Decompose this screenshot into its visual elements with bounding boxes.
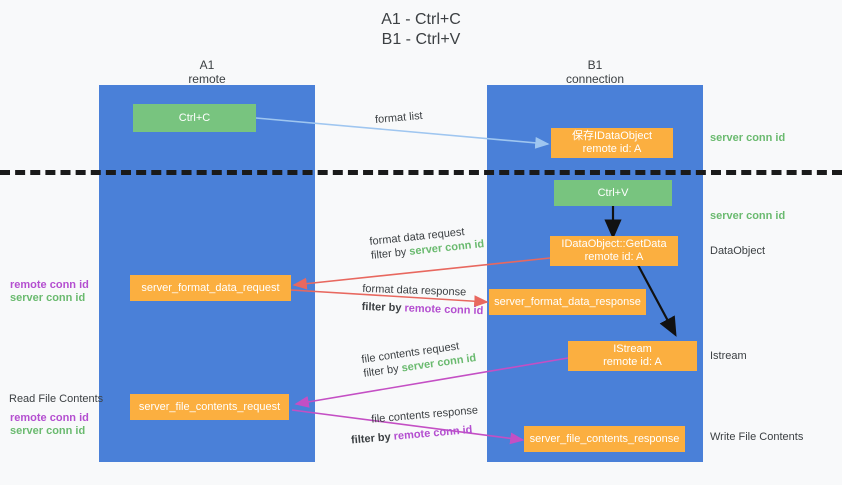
node-server-format-data-request[interactable]: server_format_data_request: [130, 275, 291, 301]
node-ctrl-c[interactable]: Ctrl+C: [133, 104, 256, 132]
diagram-title: A1 - Ctrl+C B1 - Ctrl+V: [0, 10, 842, 50]
filter-prefix: filter by: [370, 245, 410, 262]
annotation-left-server-conn-id-1: server conn id: [10, 292, 86, 304]
edge-label-file-contents-request: file contents request filter by server c…: [361, 337, 478, 381]
column-a1-name: A1: [199, 58, 215, 72]
annotation-right-istream: Istream: [710, 350, 747, 362]
edge-label-format-list-text: format list: [374, 109, 424, 127]
node-server-file-contents-response-label: server_file_contents_response: [529, 432, 680, 445]
edge-label-format-data-response: format data response filter by remote co…: [361, 282, 484, 318]
filter-prefix: filter by: [362, 362, 403, 380]
column-a1-sub: remote: [188, 72, 226, 86]
edge-label-format-data-request: format data request filter by server con…: [369, 223, 485, 263]
annotation-right-server-conn-id-2: server conn id: [710, 210, 786, 222]
filter-value-remote-conn-id: remote conn id: [404, 302, 484, 318]
column-header-a1: A1 remote: [99, 58, 315, 86]
edge-label-file-contents-response-filter: filter by remote conn id: [351, 422, 481, 447]
edge-label-format-data-response-line1: format data response: [362, 282, 467, 299]
column-b1-sub: connection: [565, 72, 625, 86]
annotation-right-server-conn-id-1: server conn id: [710, 132, 786, 144]
filter-prefix: filter by: [350, 430, 395, 447]
column-header-b1: B1 connection: [487, 58, 703, 86]
filter-prefix: filter by: [361, 300, 405, 315]
node-server-format-data-response-label: server_format_data_response: [494, 295, 641, 308]
title-line-2: B1 - Ctrl+V: [381, 31, 461, 48]
node-save-idataobject-line1: 保存IDataObject: [571, 130, 653, 142]
node-save-idataobject-line2: remote id: A: [582, 143, 642, 155]
node-server-format-data-response[interactable]: server_format_data_response: [489, 289, 646, 315]
node-idataobject-getdata-line2: remote id: A: [584, 251, 644, 263]
annotation-left-read-file-contents: Read File Contents: [9, 393, 104, 405]
edge-label-file-contents-response: file contents response filter by remote …: [351, 403, 480, 446]
node-save-idataobject[interactable]: 保存IDataObject remote id: A: [551, 128, 673, 158]
edge-label-format-data-response-filter: filter by remote conn id: [361, 300, 484, 318]
node-istream-line2: remote id: A: [603, 356, 662, 368]
node-idataobject-getdata-line1: IDataObject::GetData: [561, 238, 667, 250]
annotation-left-server-conn-id-2: server conn id: [10, 425, 86, 437]
column-b1-name: B1: [587, 58, 603, 72]
annotation-right-write-file-contents: Write File Contents: [710, 431, 804, 443]
annotation-left-remote-conn-id-1: remote conn id: [10, 279, 89, 291]
node-server-file-contents-request[interactable]: server_file_contents_request: [130, 394, 289, 420]
node-ctrl-v[interactable]: Ctrl+V: [554, 180, 672, 206]
divider-line: [0, 170, 842, 175]
node-istream[interactable]: IStream remote id: A: [568, 341, 697, 371]
title-line-1: A1 - Ctrl+C: [381, 11, 461, 28]
node-server-file-contents-response[interactable]: server_file_contents_response: [524, 426, 685, 452]
filter-value-remote-conn-id: remote conn id: [393, 423, 473, 443]
edge-label-format-list: format list: [374, 109, 424, 127]
node-server-format-data-request-label: server_format_data_request: [141, 281, 280, 294]
node-server-file-contents-request-label: server_file_contents_request: [138, 400, 281, 413]
annotation-right-dataobject: DataObject: [710, 245, 766, 257]
node-ctrl-c-label: Ctrl+C: [178, 111, 211, 124]
node-idataobject-getdata[interactable]: IDataObject::GetData remote id: A: [550, 236, 678, 266]
node-ctrl-v-label: Ctrl+V: [597, 186, 629, 199]
annotation-left-remote-conn-id-2: remote conn id: [10, 412, 89, 424]
node-istream-line1: IStream: [613, 343, 652, 355]
